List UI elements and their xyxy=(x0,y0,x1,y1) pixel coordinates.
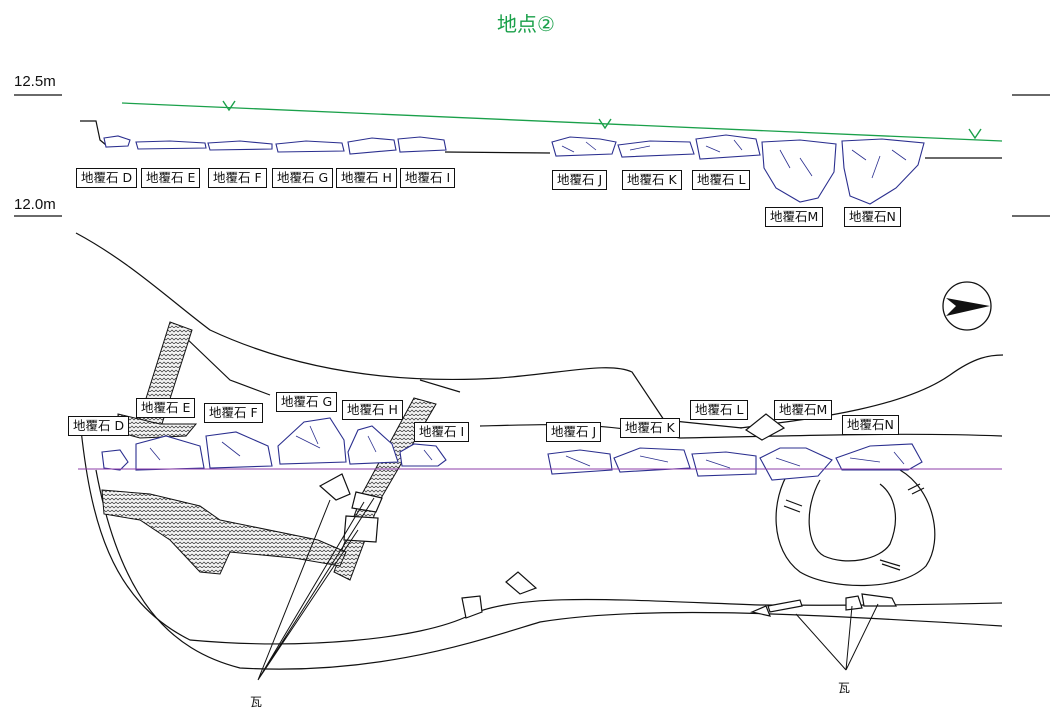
plan-label-f: 地覆石 F xyxy=(204,403,263,423)
ground-surface-line xyxy=(121,102,1003,142)
plan-label-e: 地覆石 E xyxy=(136,398,196,418)
plan-label-d: 地覆石 D xyxy=(68,416,130,436)
plan-label-h: 地覆石 H xyxy=(342,400,403,420)
plan-label-i: 地覆石 I xyxy=(414,422,470,442)
north-arrow-icon xyxy=(942,281,992,331)
tile-leader-lines xyxy=(257,497,879,681)
section-label-m: 地覆石M xyxy=(765,207,824,227)
section-label-g: 地覆石 G xyxy=(272,168,334,188)
water-level-marks xyxy=(222,100,982,140)
section-stones xyxy=(103,134,925,205)
section-label-h: 地覆石 H xyxy=(336,168,397,188)
section-label-l: 地覆石 L xyxy=(692,170,751,190)
section-label-n: 地覆石N xyxy=(844,207,901,227)
figure-title: 地点② xyxy=(497,12,555,36)
plan-label-m: 地覆石M xyxy=(774,400,833,420)
tile-label-left: 瓦 xyxy=(250,695,262,709)
section-label-d: 地覆石 D xyxy=(76,168,138,188)
section-label-e: 地覆石 E xyxy=(141,168,201,188)
plan-label-k: 地覆石 K xyxy=(620,418,680,438)
section-label-i: 地覆石 I xyxy=(400,168,456,188)
plan-label-g: 地覆石 G xyxy=(276,392,338,412)
tile-label-right: 瓦 xyxy=(838,681,850,695)
section-label-k: 地覆石 K xyxy=(622,170,682,190)
elevation-label-lower: 12.0m xyxy=(14,196,56,213)
horseshoe-feature xyxy=(775,469,936,587)
section-label-j: 地覆石 J xyxy=(552,170,608,190)
elevation-label-upper: 12.5m xyxy=(14,73,56,90)
tile-fragments xyxy=(318,413,897,619)
plan-stones xyxy=(101,417,923,481)
plan-label-j: 地覆石 J xyxy=(546,422,602,442)
plan-label-l: 地覆石 L xyxy=(690,400,749,420)
plan-label-n: 地覆石N xyxy=(842,415,899,435)
section-label-f: 地覆石 F xyxy=(208,168,267,188)
elevation-lines xyxy=(14,94,1050,217)
plan-stone-cracks xyxy=(149,425,905,469)
section-profile-line xyxy=(80,120,1002,159)
section-stone-cracks xyxy=(561,139,907,179)
